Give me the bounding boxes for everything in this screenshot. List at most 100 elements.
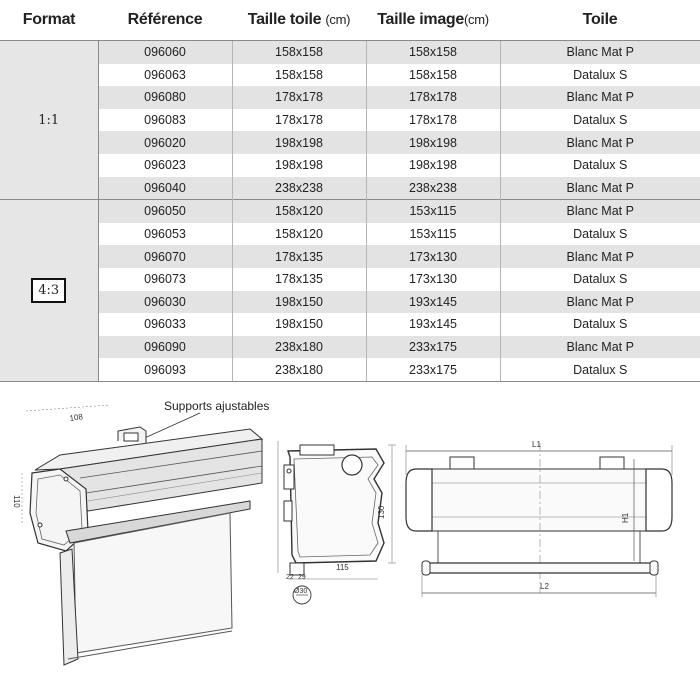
taille-image-cell: 238x238 <box>365 176 500 200</box>
taille-image-cell: 178x178 <box>365 108 500 132</box>
reference-cell: 096030 <box>97 290 232 314</box>
taille-image-cell: 173x130 <box>365 245 500 268</box>
reference-cell: 096083 <box>97 108 232 132</box>
iso-height-dimension: 110 <box>12 495 21 508</box>
taille-toile-cell: 158x158 <box>231 63 366 87</box>
toile-cell: Blanc Mat P <box>499 131 700 154</box>
reference-cell: 096070 <box>97 245 232 268</box>
taille-toile-cell: 158x120 <box>231 199 366 223</box>
taille-toile-cell: 178x135 <box>231 245 366 268</box>
technical-drawings: Supports ajustables <box>0 383 700 680</box>
toile-cell: Blanc Mat P <box>499 199 700 223</box>
toile-cell: Blanc Mat P <box>499 290 700 314</box>
reference-cell: 096090 <box>97 335 232 359</box>
header-taille-toile-unit: (cm) <box>325 12 351 27</box>
taille-toile-cell: 198x198 <box>231 153 366 177</box>
toile-cell: Blanc Mat P <box>499 39 700 64</box>
reference-cell: 096050 <box>97 199 232 223</box>
toile-cell: Blanc Mat P <box>499 176 700 200</box>
drawings-svg: 108 110 130 115 22 <box>12 404 673 666</box>
toile-cell: Datalux S <box>499 108 700 132</box>
cross-section-view <box>277 441 396 605</box>
header-format: Format <box>0 0 98 41</box>
header-taille-toile-label: Taille toile <box>247 11 322 28</box>
taille-toile-cell: 178x178 <box>231 86 366 109</box>
reference-cell: 096040 <box>97 176 232 200</box>
section-diameter: Ø30 <box>294 588 307 595</box>
format-label: 4:3 <box>31 278 67 304</box>
front-l1-label: L1 <box>532 440 541 449</box>
reference-cell: 096033 <box>97 313 232 336</box>
format-cell: 1:1 <box>0 39 99 200</box>
taille-toile-cell: 238x180 <box>231 358 366 382</box>
taille-toile-cell: 158x158 <box>231 39 366 64</box>
front-view <box>405 443 673 597</box>
reference-cell: 096080 <box>97 86 232 109</box>
toile-cell: Datalux S <box>499 63 700 87</box>
section-height-dimension: 130 <box>377 505 386 519</box>
taille-image-cell: 173x130 <box>365 267 500 291</box>
toile-cell: Datalux S <box>499 267 700 291</box>
taille-image-cell: 153x115 <box>365 199 500 223</box>
taille-toile-cell: 198x150 <box>231 290 366 314</box>
taille-image-cell: 178x178 <box>365 86 500 109</box>
reference-cell: 096073 <box>97 267 232 291</box>
section-offset-a: 22 <box>286 574 294 581</box>
reference-cell: 096093 <box>97 358 232 382</box>
taille-image-cell: 193x145 <box>365 313 500 336</box>
format-cell: 4:3 <box>0 199 99 382</box>
section-width-dimension: 115 <box>336 563 349 572</box>
toile-cell: Datalux S <box>499 313 700 336</box>
taille-image-cell: 158x158 <box>365 63 500 87</box>
header-taille-toile: Taille toile (cm) <box>232 0 366 41</box>
toile-cell: Blanc Mat P <box>499 335 700 359</box>
reference-cell: 096063 <box>97 63 232 87</box>
taille-toile-cell: 238x180 <box>231 335 366 359</box>
taille-image-cell: 198x198 <box>365 153 500 177</box>
header-taille-image-label: Taille image <box>377 11 464 28</box>
reference-cell: 096053 <box>97 222 232 246</box>
section-offset-b: 29 <box>298 574 306 581</box>
table-header-row: Format Référence Taille toile (cm) Taill… <box>0 0 700 41</box>
header-taille-image: Taille image(cm) <box>366 0 500 41</box>
taille-toile-cell: 198x150 <box>231 313 366 336</box>
reference-cell: 096023 <box>97 153 232 177</box>
taille-image-cell: 153x115 <box>365 222 500 246</box>
format-label: 1:1 <box>38 112 60 128</box>
taille-image-cell: 233x175 <box>365 358 500 382</box>
toile-cell: Blanc Mat P <box>499 245 700 268</box>
spec-table: Format Référence Taille toile (cm) Taill… <box>0 0 700 382</box>
toile-cell: Datalux S <box>499 222 700 246</box>
taille-toile-cell: 158x120 <box>231 222 366 246</box>
header-reference: Référence <box>98 0 232 41</box>
toile-cell: Datalux S <box>499 358 700 382</box>
taille-toile-cell: 238x238 <box>231 176 366 200</box>
front-h1-label: H1 <box>621 512 630 523</box>
header-toile: Toile <box>500 0 700 41</box>
taille-toile-cell: 198x198 <box>231 131 366 154</box>
reference-cell: 096020 <box>97 131 232 154</box>
iso-depth-dimension: 108 <box>69 412 84 423</box>
callout-supports-ajustables: Supports ajustables <box>164 399 270 413</box>
taille-image-cell: 158x158 <box>365 39 500 64</box>
toile-cell: Blanc Mat P <box>499 86 700 109</box>
reference-cell: 096060 <box>97 39 232 64</box>
isometric-view <box>21 404 264 666</box>
taille-image-cell: 233x175 <box>365 335 500 359</box>
